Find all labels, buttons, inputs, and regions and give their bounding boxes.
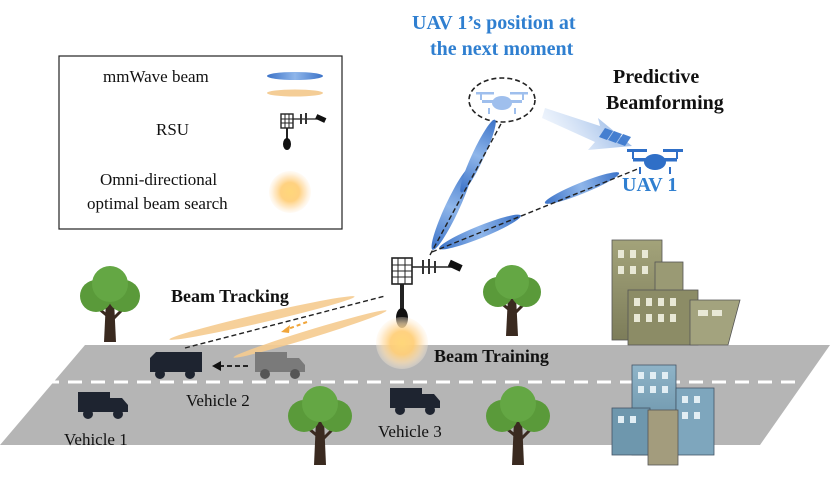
tracking-move-arrow — [284, 321, 308, 331]
orange-beam-dashed-links — [184, 295, 386, 349]
blue-beam-dashed-links — [429, 121, 641, 256]
predictive-beamforming-arrow — [542, 108, 632, 150]
vehicle-2-icon — [150, 352, 202, 379]
building-cluster-blue — [611, 364, 715, 466]
tree-center — [483, 265, 541, 336]
tree-left-top — [80, 266, 140, 342]
legend-rsu-icon — [280, 113, 327, 150]
uav-next-position-circle — [468, 77, 536, 123]
uav1-icon — [627, 149, 683, 174]
tree-bottom-right — [486, 386, 550, 465]
building-cluster-olive — [611, 239, 741, 346]
legend-omni-swatch — [269, 171, 311, 213]
vehicle-1-icon — [78, 392, 128, 419]
legend-box — [58, 55, 343, 230]
orange-beams — [169, 296, 387, 358]
legend-orange-beam-swatch — [267, 89, 323, 97]
tree-bottom-left — [288, 386, 352, 465]
omni-beam-search — [376, 317, 428, 369]
legend-blue-beam-swatch — [267, 72, 323, 80]
vehicle-3-icon — [390, 388, 440, 415]
vehicle-2-ghost — [255, 352, 305, 379]
uav-next-icon — [476, 92, 528, 114]
